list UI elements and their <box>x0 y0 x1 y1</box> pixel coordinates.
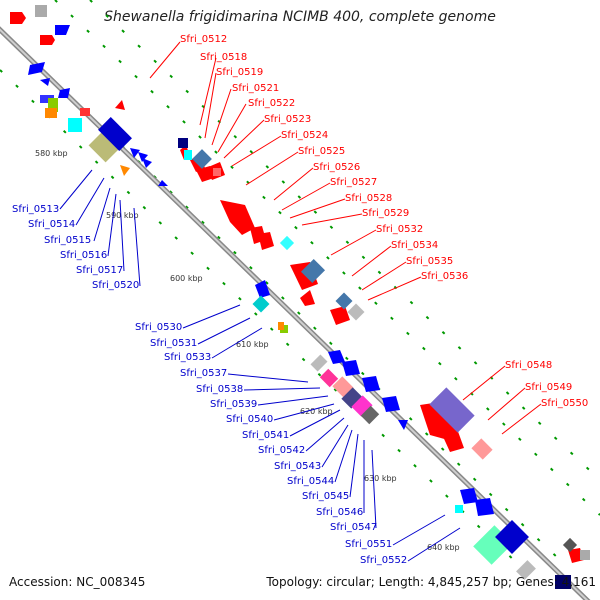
kbp-labels: 580 kbp 590 kbp 600 kbp 610 kbp 620 kbp … <box>35 149 460 552</box>
forward-leaders <box>149 41 542 435</box>
accession-label: Accession: NC_008345 <box>9 575 146 589</box>
gene-label-sfri-0529: Sfri_0529 <box>362 208 409 219</box>
gene-label-sfri-0550: Sfri_0550 <box>541 398 588 409</box>
gene-label-sfri-0533: Sfri_0533 <box>164 352 211 363</box>
gene-label-sfri-0523: Sfri_0523 <box>264 114 311 125</box>
kbp-label-600: 600 kbp <box>170 274 203 283</box>
gene-label-sfri-0535: Sfri_0535 <box>406 256 453 267</box>
reverse-genes <box>28 25 571 589</box>
gene-label-sfri-0539: Sfri_0539 <box>210 399 257 410</box>
reverse-leaders <box>59 169 461 562</box>
kbp-label-610: 610 kbp <box>236 340 269 349</box>
gene-label-sfri-0541: Sfri_0541 <box>242 430 289 441</box>
gene-label-sfri-0532: Sfri_0532 <box>376 224 423 235</box>
kbp-label-620: 620 kbp <box>300 407 333 416</box>
gene-label-sfri-0551: Sfri_0551 <box>345 539 392 550</box>
gene-label-sfri-0528: Sfri_0528 <box>345 193 392 204</box>
gene-label-sfri-0534: Sfri_0534 <box>391 240 438 251</box>
topology-label: Topology: circular; Length: 4,845,257 bp… <box>266 575 596 589</box>
gene-label-sfri-0537: Sfri_0537 <box>180 368 227 379</box>
gene-label-sfri-0546: Sfri_0546 <box>316 507 363 518</box>
gene-label-sfri-0547: Sfri_0547 <box>330 522 377 533</box>
gene-label-sfri-0543: Sfri_0543 <box>274 461 321 472</box>
gene-label-sfri-0525: Sfri_0525 <box>298 146 345 157</box>
kbp-label-590: 590 kbp <box>106 211 139 220</box>
gene-label-sfri-0517: Sfri_0517 <box>76 265 123 276</box>
genome-backbone <box>0 26 591 600</box>
reverse-gene-labels: Sfri_0513 Sfri_0514 Sfri_0515 Sfri_0516 … <box>12 204 407 566</box>
forward-gene-labels: Sfri_0512 Sfri_0518 Sfri_0519 Sfri_0521 … <box>180 34 588 409</box>
gene-label-sfri-0530: Sfri_0530 <box>135 322 182 333</box>
gene-label-sfri-0524: Sfri_0524 <box>281 130 328 141</box>
gene-label-sfri-0542: Sfri_0542 <box>258 445 305 456</box>
gene-label-sfri-0521: Sfri_0521 <box>232 83 279 94</box>
gene-label-sfri-0536: Sfri_0536 <box>421 271 468 282</box>
gene-label-sfri-0540: Sfri_0540 <box>226 414 273 425</box>
gene-label-sfri-0544: Sfri_0544 <box>287 476 334 487</box>
gene-label-sfri-0516: Sfri_0516 <box>60 250 107 261</box>
gene-label-sfri-0526: Sfri_0526 <box>313 162 360 173</box>
forward-genes <box>10 5 590 563</box>
gene-label-sfri-0515: Sfri_0515 <box>44 235 91 246</box>
tick-tracks <box>0 0 600 586</box>
gene-label-sfri-0552: Sfri_0552 <box>360 555 407 566</box>
gene-label-sfri-0520: Sfri_0520 <box>92 280 139 291</box>
gene-label-sfri-0538: Sfri_0538 <box>196 384 243 395</box>
gene-label-sfri-0514: Sfri_0514 <box>28 219 75 230</box>
kbp-label-640: 640 kbp <box>427 543 460 552</box>
gene-label-sfri-0519: Sfri_0519 <box>216 67 263 78</box>
gene-label-sfri-0545: Sfri_0545 <box>302 491 349 502</box>
gene-label-sfri-0512: Sfri_0512 <box>180 34 227 45</box>
gene-label-sfri-0531: Sfri_0531 <box>150 338 197 349</box>
gene-label-sfri-0549: Sfri_0549 <box>525 382 572 393</box>
gene-label-sfri-0522: Sfri_0522 <box>248 98 295 109</box>
gene-label-sfri-0548: Sfri_0548 <box>505 360 552 371</box>
gene-label-sfri-0513: Sfri_0513 <box>12 204 59 215</box>
map-title: Shewanella frigidimarina NCIMB 400, comp… <box>104 9 496 25</box>
gene-label-sfri-0527: Sfri_0527 <box>330 177 377 188</box>
kbp-label-580: 580 kbp <box>35 149 68 158</box>
kbp-label-630: 630 kbp <box>364 474 397 483</box>
gene-label-sfri-0518: Sfri_0518 <box>200 52 247 63</box>
